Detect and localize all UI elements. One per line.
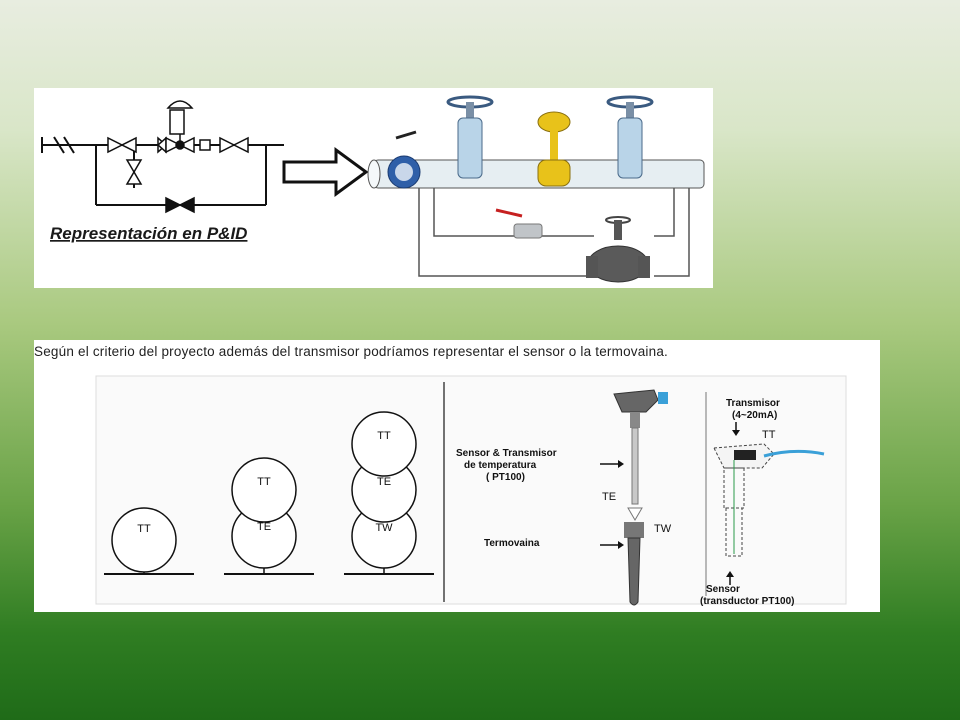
arrow-icon bbox=[282, 147, 369, 197]
tw-tag: TW bbox=[654, 523, 672, 535]
sensor-panel: Según el criterio del proyecto además de… bbox=[34, 340, 880, 612]
piping-3d bbox=[367, 95, 705, 283]
pid-valves bbox=[107, 136, 249, 214]
panel-caption: Según el criterio del proyecto además de… bbox=[34, 344, 669, 359]
arrow-icon bbox=[618, 541, 624, 549]
pid-actuator bbox=[166, 100, 194, 150]
bubble-stack-2: TT TE bbox=[224, 457, 314, 575]
arrow-up-icon bbox=[726, 571, 734, 577]
thermowell-label: Termovaina bbox=[484, 538, 540, 549]
transmitter-label-2: (4~20mA) bbox=[732, 410, 777, 421]
sensor-label-3: ( PT100) bbox=[486, 472, 525, 483]
pid-panel: Representación en P&ID bbox=[34, 88, 713, 288]
sensor-label-1: Sensor & Transmisor bbox=[456, 448, 557, 459]
arrow-icon bbox=[618, 460, 624, 468]
bubble-label: TE bbox=[377, 476, 391, 488]
inner-frame bbox=[95, 375, 847, 605]
te-tag: TE bbox=[602, 491, 616, 503]
sensor-label: Sensor bbox=[706, 584, 740, 595]
sensor-illustration: Sensor & Transmisor de temperatura ( PT1… bbox=[456, 389, 672, 606]
bubble-stack-3: TT TE TW bbox=[344, 411, 434, 575]
arrow-down-icon bbox=[627, 507, 643, 521]
bubble-label: TW bbox=[375, 522, 393, 534]
bubble-stack-1: TT bbox=[104, 507, 194, 575]
bubble-label: TE bbox=[257, 521, 271, 533]
bubble-label: TT bbox=[377, 430, 391, 442]
bubble-label: TT bbox=[257, 476, 271, 488]
pid-diagram: Representación en P&ID bbox=[41, 95, 705, 283]
tt-tag: TT bbox=[762, 429, 776, 441]
transmitter-illustration: Transmisor (4~20mA) TT Sensor (transduct… bbox=[700, 398, 825, 607]
pid-caption: Representación en P&ID bbox=[50, 224, 247, 243]
bubble-label: TT bbox=[137, 523, 151, 535]
transmitter-label-1: Transmisor bbox=[726, 398, 780, 409]
arrow-down-icon bbox=[732, 430, 740, 436]
sensor-label-2: de temperatura bbox=[464, 460, 537, 471]
sensor-diagram: TT TT TE TT TE TW Sensor & Transmisor de… bbox=[95, 375, 847, 607]
transducer-label: (transductor PT100) bbox=[700, 596, 794, 607]
